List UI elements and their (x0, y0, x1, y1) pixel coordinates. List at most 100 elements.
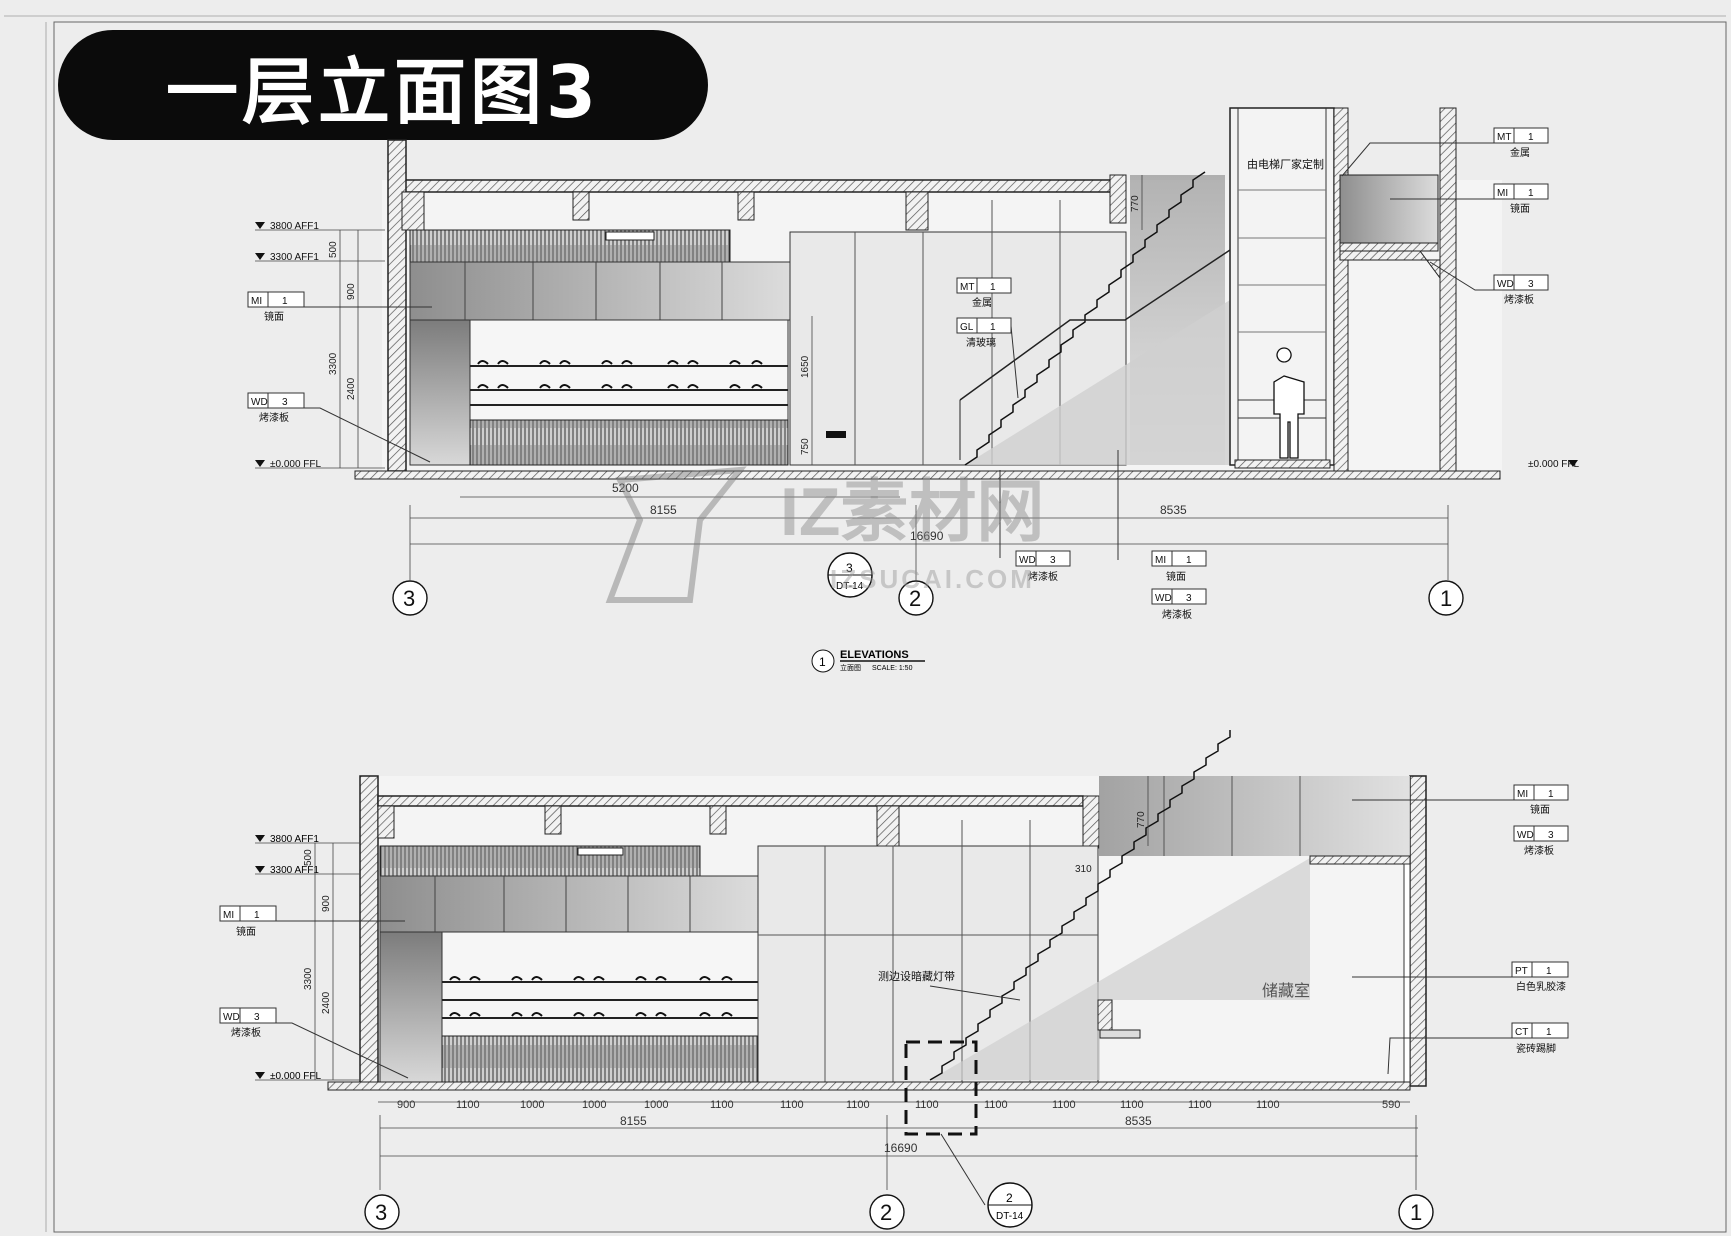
svg-text:500: 500 (328, 241, 339, 258)
tag2-mi-1: MI 1 镜面 (219, 905, 405, 938)
svg-text:3: 3 (1548, 830, 1554, 841)
svg-text:1: 1 (1546, 1027, 1552, 1038)
svg-text:1: 1 (1548, 789, 1554, 800)
svg-text:镜面: 镜面 (1530, 803, 1550, 816)
svg-text:900: 900 (346, 283, 357, 300)
svg-text:3300 AFF1: 3300 AFF1 (270, 252, 319, 263)
tag2-pt-1: PT 1 白色乳胶漆 (1352, 961, 1569, 993)
svg-text:1000: 1000 (520, 1099, 544, 1111)
svg-text:500: 500 (303, 849, 314, 866)
svg-text:WD: WD (1155, 593, 1172, 604)
shoe-shelves (469, 319, 789, 466)
elevation-caption: 1 ELEVATIONS 立面图 SCALE: 1:50 (811, 649, 925, 673)
svg-text:金属: 金属 (1510, 146, 1530, 159)
svg-text:1: 1 (990, 322, 996, 333)
svg-text:WD: WD (1497, 279, 1514, 290)
svg-text:1000: 1000 (582, 1099, 606, 1111)
lighting-note: 测边设暗藏灯带 (878, 969, 955, 983)
elevation-1: 由电梯厂家定制 3800 AFF1 3300 AFF1 ±0.000 FFL ±… (247, 107, 1580, 673)
svg-text:烤漆板: 烤漆板 (259, 411, 289, 424)
svg-text:750: 750 (800, 438, 811, 455)
svg-text:±0.000 FFL: ±0.000 FFL (270, 1071, 322, 1082)
vertical-dimensions-2: 500 900 3300 2400 770 310 (303, 776, 1149, 1080)
svg-text:3: 3 (1186, 593, 1192, 604)
svg-text:1100: 1100 (1052, 1099, 1076, 1111)
svg-text:WD: WD (1517, 830, 1534, 841)
svg-text:MI: MI (1155, 555, 1166, 566)
svg-text:烤漆板: 烤漆板 (1162, 608, 1192, 621)
svg-text:金属: 金属 (972, 296, 992, 309)
vertical-dimensions: 500 900 3300 2400 1650 750 770 (328, 175, 1143, 468)
svg-text:900: 900 (321, 895, 332, 912)
svg-text:3800 AFF1: 3800 AFF1 (270, 221, 319, 232)
person-figure (1273, 347, 1305, 459)
horizontal-dimensions: 5200 8155 8535 16690 (409, 481, 1449, 580)
svg-text:3: 3 (282, 397, 288, 408)
svg-text:DT-14: DT-14 (996, 1211, 1024, 1222)
svg-text:3: 3 (403, 586, 415, 611)
svg-text:1: 1 (1186, 555, 1192, 566)
svg-text:8155: 8155 (650, 503, 677, 517)
svg-text:镜面: 镜面 (236, 925, 256, 938)
shoe-shelves-2 (441, 931, 759, 1083)
svg-text:瓷砖踢脚: 瓷砖踢脚 (1516, 1042, 1556, 1055)
svg-text:MT: MT (1497, 132, 1511, 143)
svg-text:1650: 1650 (800, 355, 811, 378)
svg-text:烤漆板: 烤漆板 (231, 1026, 261, 1039)
svg-text:8535: 8535 (1125, 1114, 1152, 1128)
svg-text:1: 1 (819, 655, 826, 669)
title-banner: 一层立面图3 (58, 30, 708, 140)
watermark: IZ素材网 IZSUCAI.COM (605, 466, 1044, 603)
svg-text:1: 1 (1546, 966, 1552, 977)
svg-text:1100: 1100 (1120, 1099, 1144, 1111)
detail-callout-3: 3DT-14 (827, 552, 873, 598)
svg-text:1: 1 (1410, 1200, 1422, 1225)
svg-text:镜面: 镜面 (1166, 570, 1186, 583)
svg-text:1: 1 (1528, 188, 1534, 199)
svg-text:1000: 1000 (644, 1099, 668, 1111)
svg-text:±0.000 FFL: ±0.000 FFL (1528, 459, 1580, 470)
svg-text:3: 3 (846, 561, 853, 575)
svg-text:1100: 1100 (1188, 1099, 1212, 1111)
svg-text:1100: 1100 (984, 1099, 1008, 1111)
svg-text:烤漆板: 烤漆板 (1028, 570, 1058, 583)
svg-text:16690: 16690 (884, 1141, 918, 1155)
tag-wd-3d: WD 3 烤漆板 (1151, 588, 1207, 621)
svg-text:MI: MI (1517, 789, 1528, 800)
svg-text:烤漆板: 烤漆板 (1524, 844, 1554, 857)
svg-text:白色乳胶漆: 白色乳胶漆 (1516, 980, 1566, 993)
svg-text:3300 AFF1: 3300 AFF1 (270, 865, 319, 876)
svg-text:3300: 3300 (303, 967, 314, 990)
detail-boundary (904, 1040, 978, 1136)
segment-dimensions: 900 1100 1000 1000 1000 1100 1100 1100 1… (378, 1099, 1410, 1111)
page-title: 一层立面图3 (165, 49, 601, 134)
svg-text:1: 1 (1528, 132, 1534, 143)
svg-text:1100: 1100 (710, 1099, 734, 1111)
svg-text:MI: MI (223, 910, 234, 921)
svg-text:770: 770 (1130, 195, 1141, 212)
svg-text:MI: MI (1497, 188, 1508, 199)
svg-text:2: 2 (880, 1200, 892, 1225)
svg-text:770: 770 (1136, 811, 1147, 828)
elevator-note: 由电梯厂家定制 (1247, 157, 1324, 171)
svg-text:900: 900 (397, 1099, 415, 1111)
svg-text:MT: MT (960, 282, 974, 293)
svg-text:1: 1 (254, 910, 260, 921)
svg-text:PT: PT (1515, 966, 1528, 977)
svg-text:1: 1 (282, 296, 288, 307)
svg-text:IZSUCAI.COM: IZSUCAI.COM (830, 564, 1035, 594)
svg-text:1100: 1100 (1256, 1099, 1280, 1111)
svg-text:5200: 5200 (612, 481, 639, 495)
svg-text:DT-14: DT-14 (836, 581, 864, 592)
svg-text:镜面: 镜面 (264, 310, 284, 323)
svg-text:WD: WD (223, 1012, 240, 1023)
